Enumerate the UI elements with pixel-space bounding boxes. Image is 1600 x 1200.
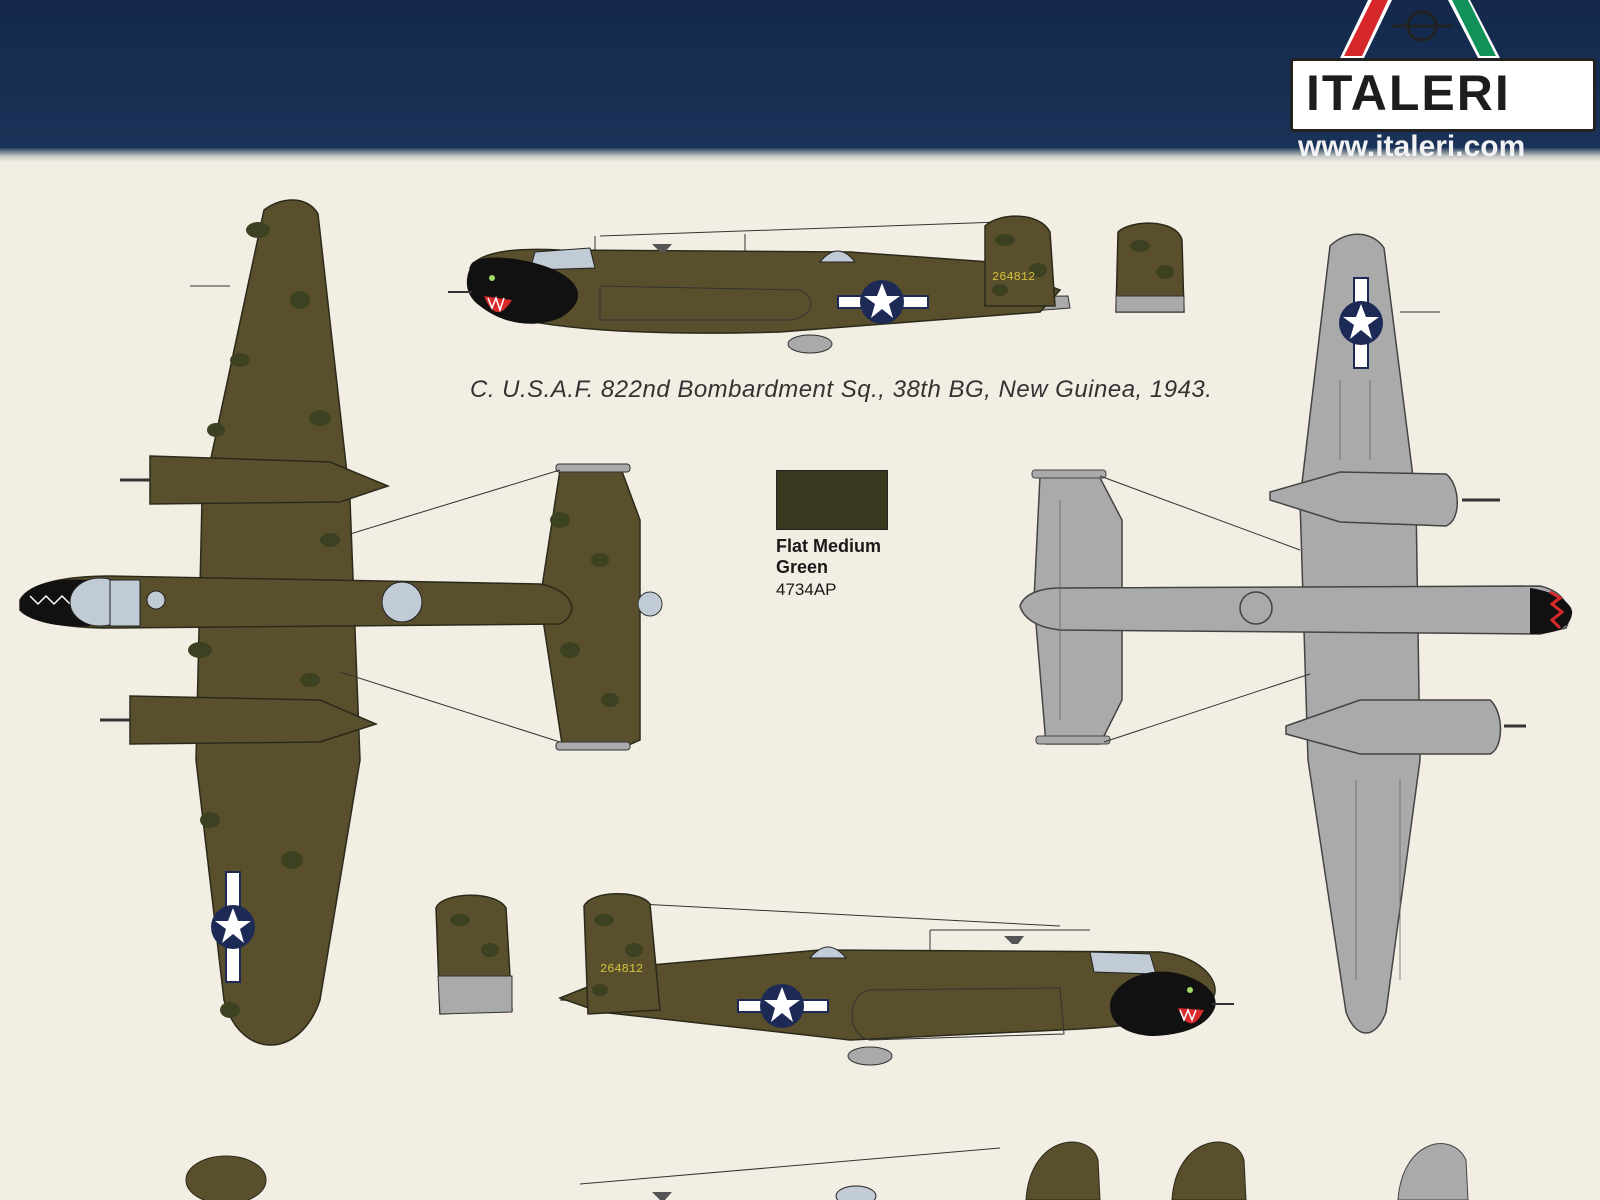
serial-bottom: 264812	[600, 962, 643, 976]
header-edge	[0, 148, 1600, 162]
tail-fin-detail-lower	[435, 894, 513, 1015]
brand-url[interactable]: www.italeri.com	[1298, 130, 1526, 163]
side-profile-upper	[448, 215, 1071, 354]
scheme-caption: C. U.S.A.F. 822nd Bombardment Sq., 38th …	[470, 376, 1213, 403]
brand-logo-box	[1290, 58, 1596, 132]
paint-swatch	[776, 470, 888, 530]
paint-code: 4734AP	[776, 580, 837, 599]
next-scheme-partial	[185, 1141, 1469, 1200]
serial-top: 264812	[992, 270, 1035, 284]
logo-stripe-red	[1344, 0, 1388, 56]
brand-logo-mark	[1340, 0, 1500, 58]
paint-name: Flat Medium Green	[776, 536, 882, 577]
tail-fin-detail-upper	[1115, 222, 1185, 313]
logo-stripe-green	[1452, 0, 1496, 56]
brand-name: ITALERI	[1306, 65, 1511, 121]
plan-view-upper	[19, 199, 663, 1046]
side-profile-lower	[557, 893, 1234, 1066]
plan-view-lower	[1019, 233, 1573, 1034]
